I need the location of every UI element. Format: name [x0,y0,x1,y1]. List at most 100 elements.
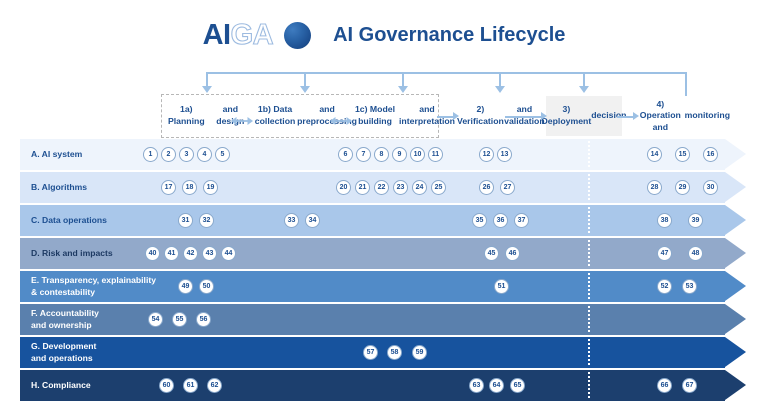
requirement-chip-27[interactable]: 27 [500,180,515,196]
requirement-chip-35[interactable]: 35 [472,213,487,229]
requirement-chip-15[interactable]: 15 [675,147,690,163]
requirement-chip-48[interactable]: 48 [688,246,703,262]
phase-1b-inbound-arrow-icon [300,86,310,93]
requirement-chip-57[interactable]: 57 [363,345,378,361]
conn-3-4-forward-line [617,116,633,118]
requirement-chip-20[interactable]: 20 [336,180,351,196]
requirement-chip-23[interactable]: 23 [393,180,408,196]
requirement-chip-29[interactable]: 29 [675,180,690,196]
requirement-chip-65[interactable]: 65 [510,378,525,394]
requirement-chip-4[interactable]: 4 [197,147,212,163]
requirement-chip-63[interactable]: 63 [469,378,484,394]
requirement-chip-22[interactable]: 22 [374,180,389,196]
requirement-chip-28[interactable]: 28 [647,180,662,196]
requirement-chip-47[interactable]: 47 [657,246,672,262]
requirement-chip-40[interactable]: 40 [145,246,160,262]
requirement-chip-62[interactable]: 62 [207,378,222,394]
requirement-chip-12[interactable]: 12 [479,147,494,163]
requirement-chip-50[interactable]: 50 [199,279,214,295]
phase-1c-line: and interpretation [399,104,455,126]
logo-text-ai: AI [202,18,232,51]
requirement-chip-61[interactable]: 61 [183,378,198,394]
requirement-chip-17[interactable]: 17 [161,180,176,196]
requirement-chip-39[interactable]: 39 [688,213,703,229]
requirement-chip-53[interactable]: 53 [682,279,697,295]
band-c-deployment-divider [588,207,590,234]
requirement-chip-3[interactable]: 3 [179,147,194,163]
requirement-chip-13[interactable]: 13 [497,147,512,163]
requirement-chip-55[interactable]: 55 [172,312,187,328]
requirement-chip-45[interactable]: 45 [484,246,499,262]
requirement-chip-9[interactable]: 9 [392,147,407,163]
requirement-chip-38[interactable]: 38 [657,213,672,229]
requirement-chip-33[interactable]: 33 [284,213,299,229]
requirement-chip-30[interactable]: 30 [703,180,718,196]
requirement-chip-5[interactable]: 5 [215,147,230,163]
requirement-chip-44[interactable]: 44 [221,246,236,262]
band-g-requirement-chips: 57 58 59 [0,337,768,368]
requirement-chip-16[interactable]: 16 [703,147,718,163]
requirement-chip-60[interactable]: 60 [159,378,174,394]
requirement-chip-8[interactable]: 8 [374,147,389,163]
requirement-chip-2[interactable]: 2 [161,147,176,163]
conn-3-4-forward-arrow-icon [633,112,639,121]
requirement-chip-24[interactable]: 24 [412,180,427,196]
requirement-chip-37[interactable]: 37 [514,213,529,229]
requirement-chip-54[interactable]: 54 [148,312,163,328]
band-b-label-line: B. Algorithms [31,181,88,192]
requirement-chip-58[interactable]: 58 [387,345,402,361]
requirement-chip-41[interactable]: 41 [164,246,179,262]
requirement-chip-46[interactable]: 46 [505,246,520,262]
requirement-chip-36[interactable]: 36 [493,213,508,229]
requirement-chip-59[interactable]: 59 [412,345,427,361]
requirement-chip-25[interactable]: 25 [431,180,446,196]
requirement-chip-51[interactable]: 51 [494,279,509,295]
requirement-chip-19[interactable]: 19 [203,180,218,196]
band-d-label: D. Risk and impacts [31,238,156,269]
feedback-bus-riser [685,72,687,96]
requirement-chip-49[interactable]: 49 [178,279,193,295]
requirement-chip-21[interactable]: 21 [355,180,370,196]
requirement-chip-10[interactable]: 10 [410,147,425,163]
band-e-label: E. Transparency, explainability& contest… [31,271,156,302]
phase-4-line: monitoring [684,110,730,121]
requirement-chip-31[interactable]: 31 [178,213,193,229]
requirement-chip-6[interactable]: 6 [338,147,353,163]
phase-1a-inbound-arrow-icon [202,86,212,93]
conn-1a-1b-bidirectional-arrow-icon [231,114,253,129]
requirement-chip-7[interactable]: 7 [356,147,371,163]
requirement-chip-18[interactable]: 18 [182,180,197,196]
requirement-chip-56[interactable]: 56 [196,312,211,328]
requirement-chip-11[interactable]: 11 [428,147,443,163]
requirement-chip-42[interactable]: 42 [183,246,198,262]
requirement-chip-1[interactable]: 1 [143,147,158,163]
requirement-chip-67[interactable]: 67 [682,378,697,394]
requirement-chip-26[interactable]: 26 [479,180,494,196]
requirement-chip-52[interactable]: 52 [657,279,672,295]
band-d-label-line: D. Risk and impacts [31,247,113,258]
band-d-arrow-tip [725,238,746,268]
band-e[interactable]: E. Transparency, explainability& contest… [0,271,768,302]
requirement-chip-43[interactable]: 43 [202,246,217,262]
requirement-chip-34[interactable]: 34 [305,213,320,229]
requirement-chip-14[interactable]: 14 [647,147,662,163]
phase-3-inbound-arrow-icon [579,86,589,93]
requirement-chip-64[interactable]: 64 [489,378,504,394]
requirement-chip-32[interactable]: 32 [199,213,214,229]
band-b-arrow-tip [725,172,746,202]
requirement-chip-66[interactable]: 66 [657,378,672,394]
